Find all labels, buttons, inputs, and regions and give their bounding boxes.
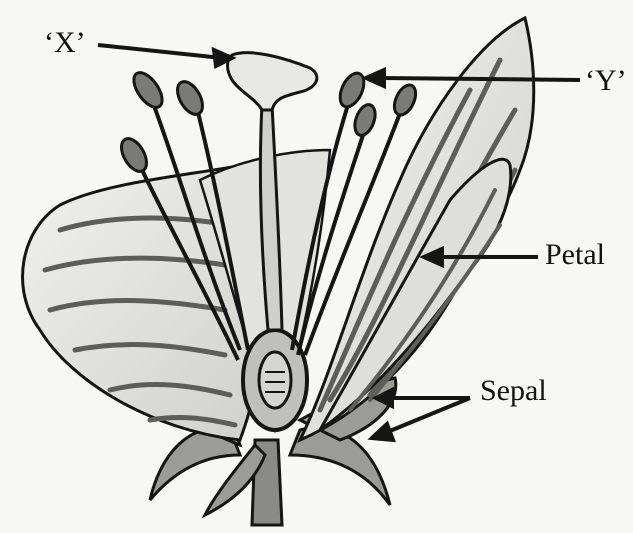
pointer-y <box>378 78 580 80</box>
anther <box>116 134 151 175</box>
label-sepal: Sepal <box>480 376 547 406</box>
anther <box>172 77 207 118</box>
anther <box>351 102 379 138</box>
ovule <box>259 352 291 408</box>
anther <box>390 82 420 119</box>
pointer-x <box>98 45 222 58</box>
stigma <box>228 53 317 110</box>
pointer-sepal-2 <box>385 398 470 433</box>
label-y: ‘Y’ <box>585 66 627 96</box>
label-petal: Petal <box>545 240 605 270</box>
anther <box>128 68 167 112</box>
label-x: ‘X’ <box>44 28 86 58</box>
anther-y <box>335 69 368 110</box>
